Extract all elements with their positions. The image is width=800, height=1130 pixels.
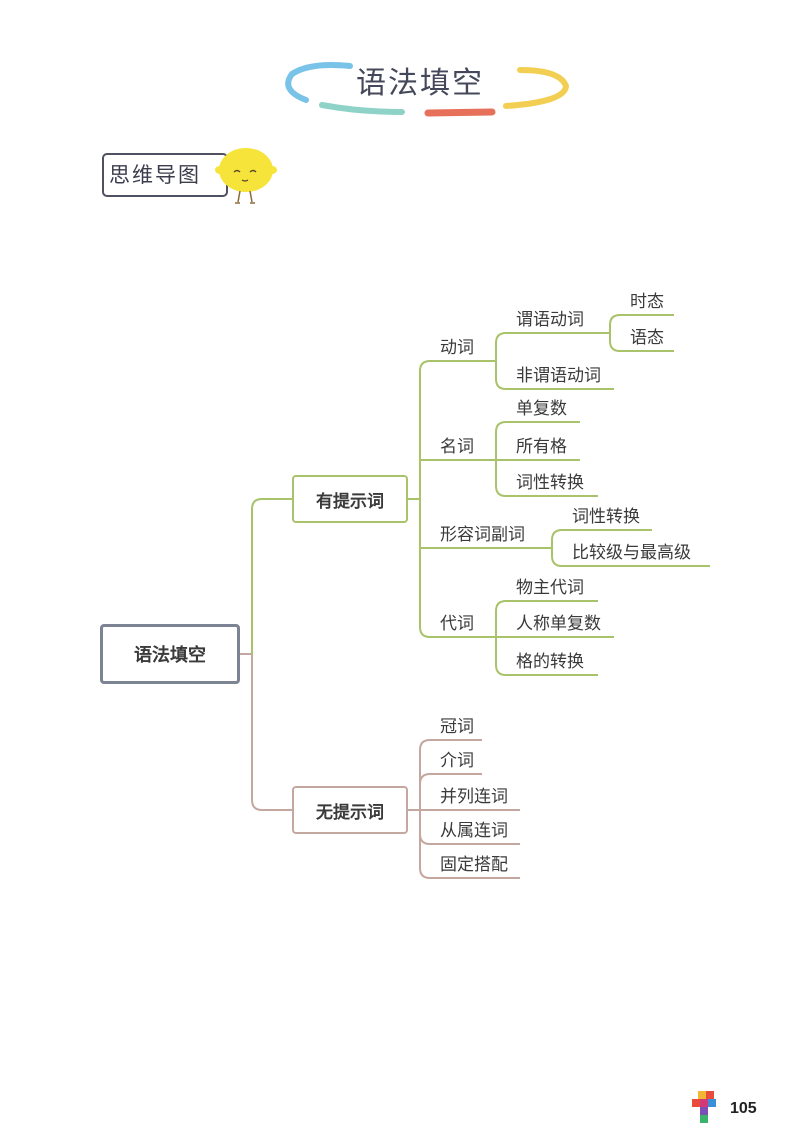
node-article: 冠词 bbox=[440, 717, 474, 737]
node-noun-conversion: 词性转换 bbox=[516, 473, 584, 493]
node-noun: 名词 bbox=[440, 437, 474, 457]
node-subordinating-conj: 从属连词 bbox=[440, 821, 508, 841]
node-verb: 动词 bbox=[440, 338, 474, 358]
node-fixed-collocation: 固定搭配 bbox=[440, 855, 508, 875]
node-nonfinite-verb: 非谓语动词 bbox=[516, 366, 601, 386]
branch-without-hint: 无提示词 bbox=[292, 786, 408, 834]
node-person-number: 人称单复数 bbox=[516, 614, 601, 634]
mindmap-root: 语法填空 bbox=[100, 624, 240, 684]
node-adj-adv: 形容词副词 bbox=[440, 525, 525, 545]
node-voice: 语态 bbox=[630, 328, 664, 348]
node-case-conversion: 格的转换 bbox=[516, 652, 584, 672]
section-label: 思维导图 bbox=[102, 153, 228, 197]
page-title: 语法填空 bbox=[356, 66, 484, 101]
lemon-mascot-icon bbox=[215, 148, 277, 204]
page-number: 105 bbox=[730, 1100, 757, 1117]
branch-with-hint: 有提示词 bbox=[292, 475, 408, 523]
node-comparison: 比较级与最高级 bbox=[572, 543, 691, 563]
node-possessive-pronoun: 物主代词 bbox=[516, 578, 584, 598]
node-coordinating-conj: 并列连词 bbox=[440, 787, 508, 807]
node-preposition: 介词 bbox=[440, 751, 474, 771]
brand-logo-icon bbox=[692, 1091, 716, 1123]
node-tense: 时态 bbox=[630, 292, 664, 312]
node-adj-conversion: 词性转换 bbox=[572, 507, 640, 527]
node-plurality: 单复数 bbox=[516, 399, 567, 419]
node-predicate-verb: 谓语动词 bbox=[516, 310, 584, 330]
node-possessive: 所有格 bbox=[516, 437, 567, 457]
node-pronoun: 代词 bbox=[440, 614, 474, 634]
